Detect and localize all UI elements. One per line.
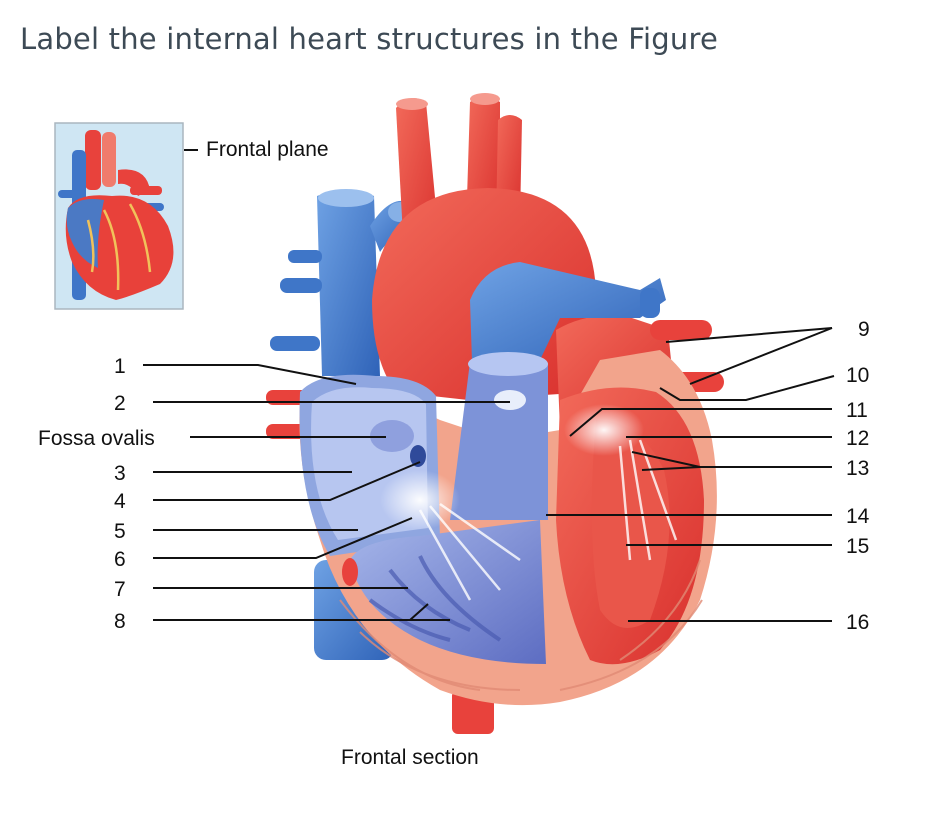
figure-caption: Frontal section — [341, 746, 479, 769]
page-title: Label the internal heart structures in t… — [20, 22, 718, 56]
label-11: 11 — [846, 399, 868, 422]
label-10: 10 — [846, 364, 869, 387]
label-5: 5 — [114, 520, 126, 543]
label-6: 6 — [114, 548, 126, 571]
heart-illustration — [266, 93, 724, 734]
label-8: 8 — [114, 610, 126, 633]
label-12: 12 — [846, 427, 869, 450]
label-1: 1 — [114, 355, 126, 378]
label-14: 14 — [846, 505, 870, 528]
label-13: 13 — [846, 457, 869, 480]
fossa-ovalis-label: Fossa ovalis — [38, 427, 155, 450]
inset-label: Frontal plane — [206, 138, 329, 161]
leader-lines — [143, 327, 835, 622]
label-3: 3 — [114, 462, 126, 485]
label-9: 9 — [858, 318, 870, 341]
inset-heart — [54, 122, 184, 310]
label-7: 7 — [114, 578, 126, 601]
label-16: 16 — [846, 611, 869, 634]
label-15: 15 — [846, 535, 869, 558]
label-4: 4 — [114, 490, 126, 513]
label-2: 2 — [114, 392, 126, 415]
